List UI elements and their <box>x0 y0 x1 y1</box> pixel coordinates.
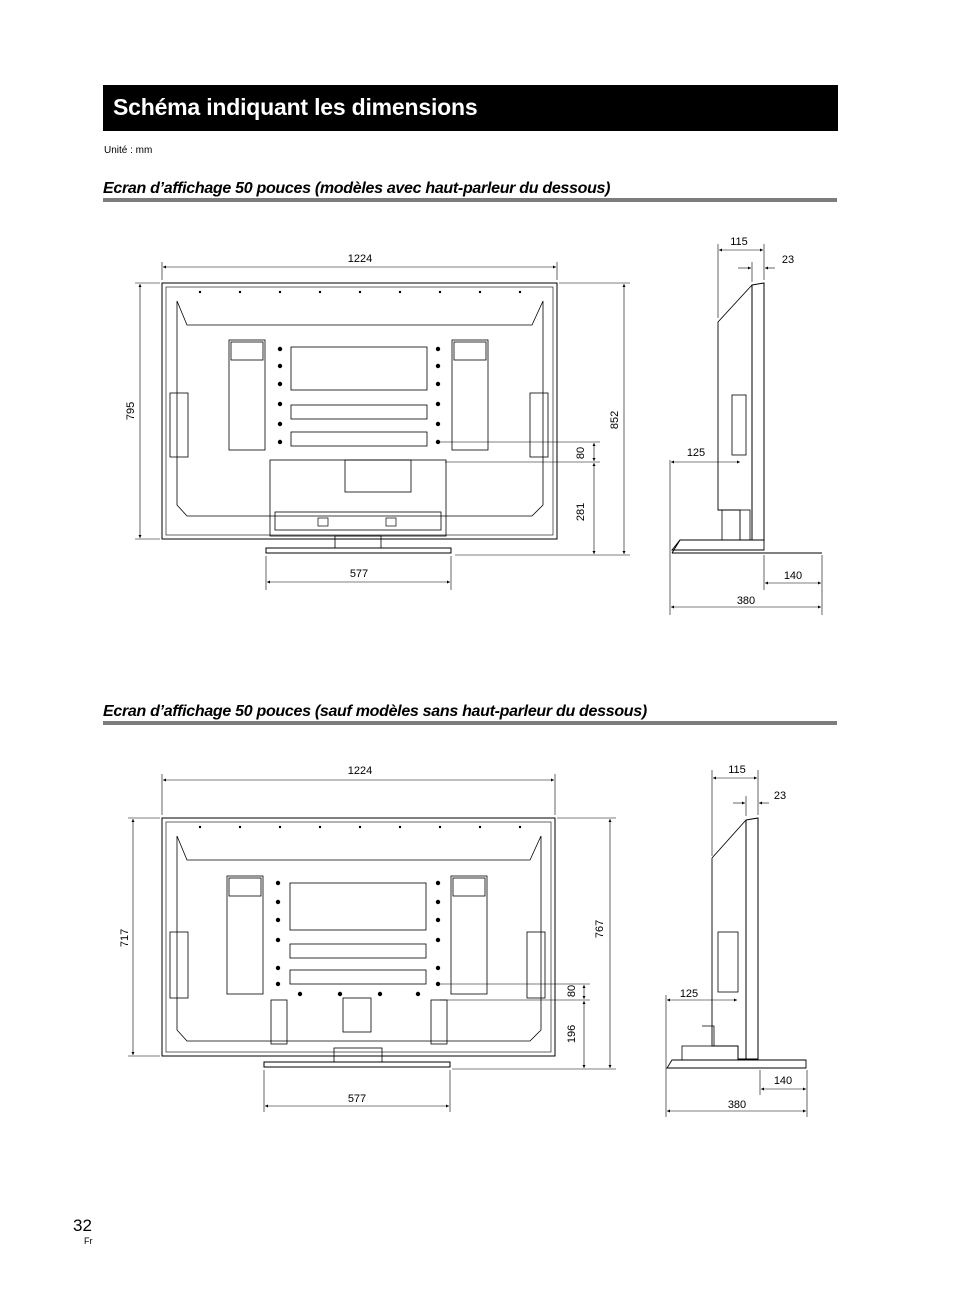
dim-stand-front-1: 140 <box>784 570 802 582</box>
rear-view-2-dimension-lines <box>128 774 616 1112</box>
language-label: Fr <box>84 1236 93 1246</box>
dim-height-screen-2: 717 <box>119 929 131 947</box>
section-1-heading: Ecran d’affichage 50 pouces (modèles ave… <box>103 180 611 197</box>
unit-label: Unité : mm <box>104 145 153 156</box>
rear-view-1-holes <box>198 290 522 445</box>
dim-width-1: 1224 <box>348 253 372 265</box>
dim-mount-height-1: 281 <box>575 503 587 521</box>
dim-stand-width-2: 577 <box>348 1093 366 1105</box>
section-1-rule <box>103 198 837 202</box>
dim-depth-top-2: 115 <box>728 764 746 776</box>
page-number: 32 <box>73 1216 92 1235</box>
rear-view-1-dimension-lines <box>135 262 630 590</box>
dim-depth-mount-1: 125 <box>687 447 705 459</box>
section-2-heading: Ecran d’affichage 50 pouces (sauf modèle… <box>103 703 647 720</box>
side-view-2-dimension-lines <box>665 770 808 1117</box>
dim-depth-panel-2: 23 <box>774 790 786 802</box>
side-view-1 <box>671 282 822 554</box>
dim-height-screen-1: 795 <box>125 402 137 420</box>
dim-height-total-2: 767 <box>594 920 606 938</box>
dim-depth-panel-1: 23 <box>782 254 794 266</box>
dim-depth-mount-2: 125 <box>680 988 698 1000</box>
rear-view-2 <box>161 817 556 1068</box>
dim-stand-width-1: 577 <box>350 568 368 580</box>
page-title-bar: Schéma indiquant les dimensions <box>103 85 838 131</box>
side-view-2 <box>666 817 807 1069</box>
side-view-1-dimension-lines <box>669 244 823 615</box>
dim-stand-depth-2: 380 <box>728 1099 746 1111</box>
dim-height-total-1: 852 <box>609 411 621 429</box>
dim-mount-offset-1: 80 <box>575 447 587 459</box>
dim-stand-depth-1: 380 <box>737 595 755 607</box>
rear-view-1 <box>161 282 558 554</box>
page-title: Schéma indiquant les dimensions <box>113 94 478 120</box>
section-2-rule <box>103 721 837 725</box>
dim-width-2: 1224 <box>348 765 372 777</box>
rear-view-2-holes <box>198 825 522 997</box>
dim-mount-height-2: 196 <box>566 1025 578 1043</box>
dim-stand-front-2: 140 <box>774 1075 792 1087</box>
dim-mount-offset-2: 80 <box>566 985 578 997</box>
dim-depth-top-1: 115 <box>730 236 748 248</box>
